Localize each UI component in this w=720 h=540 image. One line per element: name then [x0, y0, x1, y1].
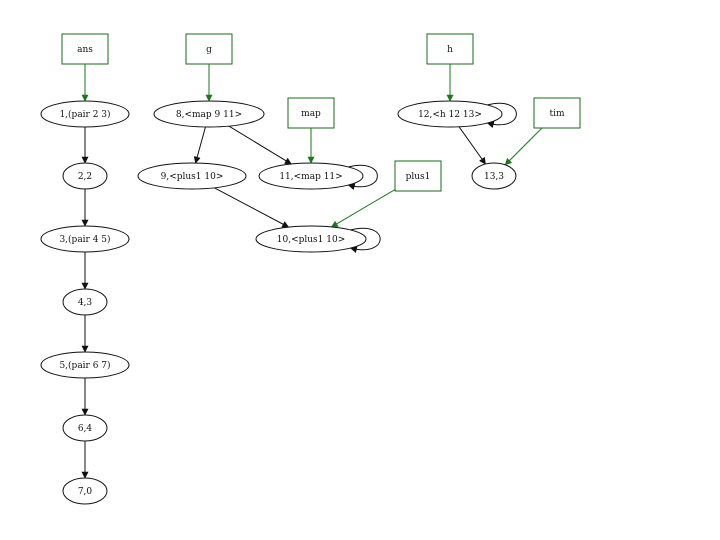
root-box-map [287, 97, 335, 129]
self-loop-n10 [349, 227, 381, 254]
node-n9 [137, 162, 247, 190]
edge-n8-to-n9 [193, 126, 206, 164]
node-n2 [62, 162, 108, 190]
edge-n8-to-n11 [228, 125, 292, 165]
edge-n12-to-n13 [458, 126, 486, 165]
node-label-n1: 1,(pair 2 3) [59, 109, 110, 120]
root-box-ans [61, 33, 109, 65]
self-loop-n11 [347, 164, 378, 191]
root-label-tim: tim [549, 109, 564, 119]
node-label-n8: 8,<map 9 11> [176, 110, 242, 120]
node-n13 [471, 162, 517, 190]
edge-n9-to-n10 [214, 187, 290, 228]
root-box-h [426, 33, 474, 65]
node-n1 [40, 100, 130, 128]
edge-plus1-to-n10 [330, 189, 396, 228]
root-label-map: map [301, 109, 321, 119]
node-n4 [62, 288, 108, 316]
node-n5 [40, 351, 130, 379]
node-n6 [62, 414, 108, 442]
node-label-n9: 9,<plus1 10> [161, 172, 224, 182]
root-label-plus1: plus1 [406, 172, 431, 182]
node-n10 [255, 225, 367, 253]
edges-layer [81, 64, 543, 479]
node-n11 [258, 162, 364, 190]
node-n12 [397, 100, 503, 128]
node-label-n3: 3,(pair 4 5) [59, 234, 110, 245]
node-label-n13: 13,3 [484, 172, 504, 182]
self-loop-n12 [486, 102, 517, 129]
root-box-tim [533, 97, 581, 129]
root-box-plus1 [394, 160, 442, 192]
root-box-g [185, 33, 233, 65]
node-label-n6: 6,4 [78, 424, 93, 434]
edge-tim-to-n13 [504, 127, 543, 166]
node-label-n5: 5,(pair 6 7) [59, 360, 110, 371]
node-label-n12: 12,<h 12 13> [418, 110, 482, 120]
node-label-n11: 11,<map 11> [279, 172, 342, 182]
root-label-h: h [447, 45, 453, 55]
root-label-ans: ans [77, 45, 93, 55]
node-n3 [40, 225, 130, 253]
node-label-n4: 4,3 [78, 298, 93, 308]
node-label-n2: 2,2 [78, 172, 92, 182]
node-n7 [62, 477, 108, 505]
nodes-layer: ans g h map plus1 tim 1,(pair 2 3) 2,2 3,(pair 4… [40, 33, 581, 505]
root-label-g: g [206, 45, 212, 55]
node-label-n10: 10,<plus1 10> [277, 235, 346, 245]
node-label-n7: 7,0 [78, 487, 93, 497]
node-n8 [153, 100, 265, 128]
